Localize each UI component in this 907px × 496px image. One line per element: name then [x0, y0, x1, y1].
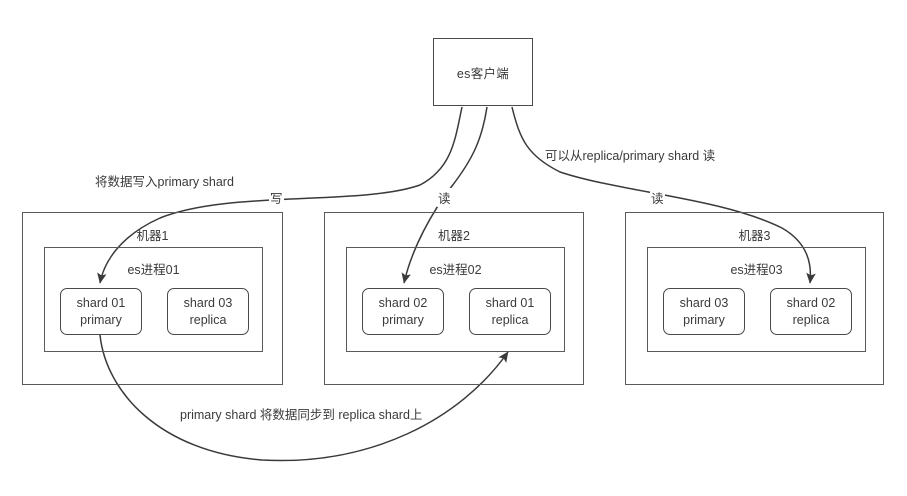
process-box-1[interactable]: es进程01 shard 01 primary shard 03 replica	[44, 247, 263, 352]
shard-role-1-2: replica	[189, 312, 227, 327]
process-title-1: es进程01	[127, 263, 180, 277]
shard-box-2-2[interactable]: shard 01 replica	[469, 288, 551, 335]
shard-role-3-1: primary	[683, 312, 725, 327]
machine-title-1: 机器1	[136, 229, 169, 243]
shard-id-3-1: shard 03	[679, 295, 729, 310]
shard-box-1-2[interactable]: shard 03 replica	[167, 288, 249, 335]
read-edge-label-middle: 读	[437, 188, 452, 207]
shard-id-2-1: shard 02	[378, 295, 428, 310]
machine-box-1[interactable]: 机器1 es进程01 shard 01 primary shard 03 rep…	[22, 212, 283, 385]
shard-box-3-1[interactable]: shard 03 primary	[663, 288, 745, 335]
machine-box-2[interactable]: 机器2 es进程02 shard 02 primary shard 01 rep…	[324, 212, 584, 385]
sync-caption-label: primary shard 将数据同步到 replica shard上	[180, 408, 423, 422]
shard-role-2-1: primary	[382, 312, 424, 327]
shard-role-1-1: primary	[80, 312, 122, 327]
process-title-2: es进程02	[429, 263, 482, 277]
machine-title-3: 机器3	[738, 229, 771, 243]
shard-box-1-1[interactable]: shard 01 primary	[60, 288, 142, 335]
shard-id-1-2: shard 03	[183, 295, 233, 310]
shard-role-3-2: replica	[792, 312, 830, 327]
shard-id-2-2: shard 01	[485, 295, 535, 310]
machine-title-2: 机器2	[438, 229, 470, 243]
read-description-label: 可以从replica/primary shard 读	[545, 149, 716, 163]
es-client-label: es客户端	[456, 66, 510, 81]
shard-role-2-2: replica	[491, 312, 529, 327]
shard-box-3-2[interactable]: shard 02 replica	[770, 288, 852, 335]
shard-box-2-1[interactable]: shard 02 primary	[362, 288, 444, 335]
read-edge-label-right: 读	[650, 188, 665, 207]
write-edge-label: 写	[269, 188, 284, 207]
machine-box-3[interactable]: 机器3 es进程03 shard 03 primary shard 02 rep…	[625, 212, 884, 385]
process-box-2[interactable]: es进程02 shard 02 primary shard 01 replica	[346, 247, 565, 352]
es-client-box[interactable]: es客户端	[433, 38, 533, 106]
write-description-label: 将数据写入primary shard	[95, 175, 234, 189]
process-title-3: es进程03	[730, 263, 783, 277]
shard-id-1-1: shard 01	[76, 295, 126, 310]
process-box-3[interactable]: es进程03 shard 03 primary shard 02 replica	[647, 247, 866, 352]
shard-id-3-2: shard 02	[786, 295, 836, 310]
